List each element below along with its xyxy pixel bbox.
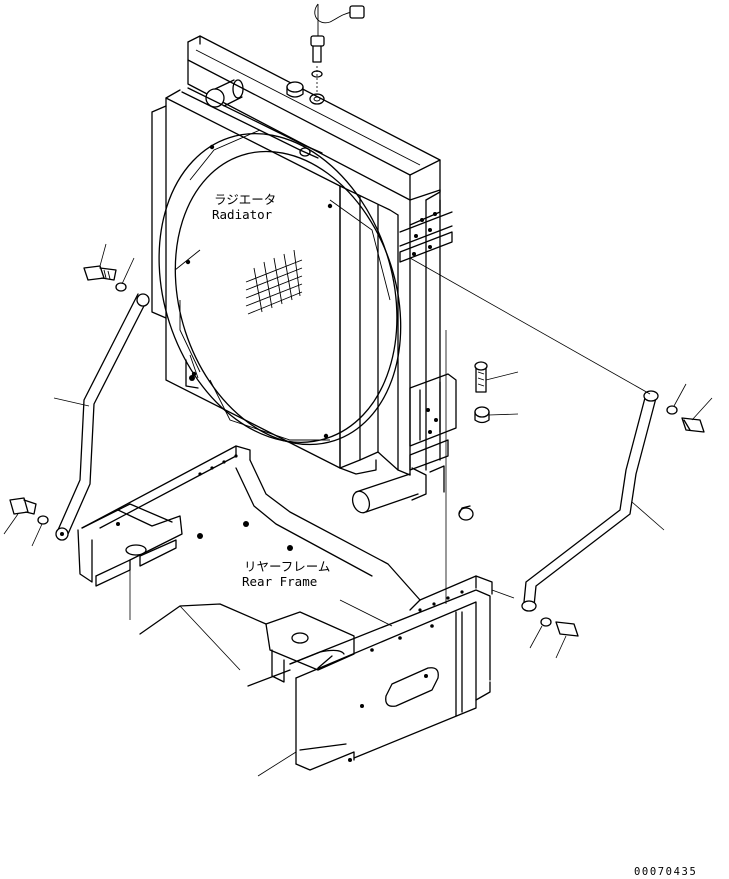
core-hatch: [245, 249, 303, 315]
left-bottom-bolt: [3, 497, 49, 547]
rear-frame: [77, 330, 515, 777]
sensor-harness: [309, 3, 365, 105]
radiator-label-en: Radiator: [212, 207, 273, 222]
left-stay-rod: [53, 293, 150, 541]
drawing-code: 00070435: [634, 866, 697, 878]
left-top-bolt: [83, 243, 135, 292]
right-stay-rod: [521, 390, 665, 612]
rear-frame-label-en: Rear Frame: [242, 574, 317, 589]
stay-attachment-leader: [409, 257, 651, 395]
radiator-label-jp: ラジエータ: [214, 192, 276, 207]
right-bottom-bolt: [529, 617, 579, 659]
right-bolt-washer: [474, 361, 519, 424]
rear-frame-label-jp: リヤーフレーム: [244, 559, 330, 574]
radiator-assembly: [151, 35, 474, 521]
right-top-bolt: [666, 383, 713, 433]
